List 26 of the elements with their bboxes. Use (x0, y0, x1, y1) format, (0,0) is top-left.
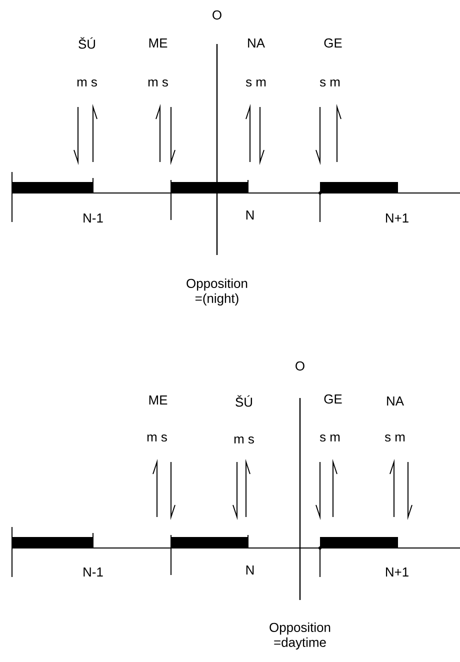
period-label: N (246, 210, 254, 220)
caption: Opposition =daytime (270, 622, 330, 650)
motion-label: s m (320, 79, 340, 87)
period-label: N-1 (84, 568, 103, 576)
period-label: N-1 (84, 214, 103, 222)
planet-label: ŠÚ (78, 37, 95, 49)
planet-label: NA (387, 396, 404, 406)
period-label: N+1 (386, 214, 408, 222)
planet-label: NA (248, 38, 265, 48)
period-label: N+1 (386, 568, 408, 576)
marker-label: O (296, 361, 304, 371)
planet-label: ME (149, 38, 168, 48)
motion-label: m s (147, 434, 167, 442)
planet-label: GE (324, 38, 342, 48)
motion-label: s m (384, 434, 405, 442)
motion-label: m s (77, 79, 97, 87)
planet-label: ME (149, 396, 168, 404)
motion-label: s m (246, 79, 266, 87)
planet-label: ŠÚ (236, 395, 252, 407)
motion-label: m s (234, 436, 254, 444)
marker-label: O (212, 10, 222, 20)
motion-label: s m (320, 434, 340, 442)
caption: Opposition =(night) (186, 278, 248, 306)
motion-label: m s (148, 79, 168, 87)
period-label: N (246, 566, 254, 574)
planet-label: GE (324, 394, 342, 404)
